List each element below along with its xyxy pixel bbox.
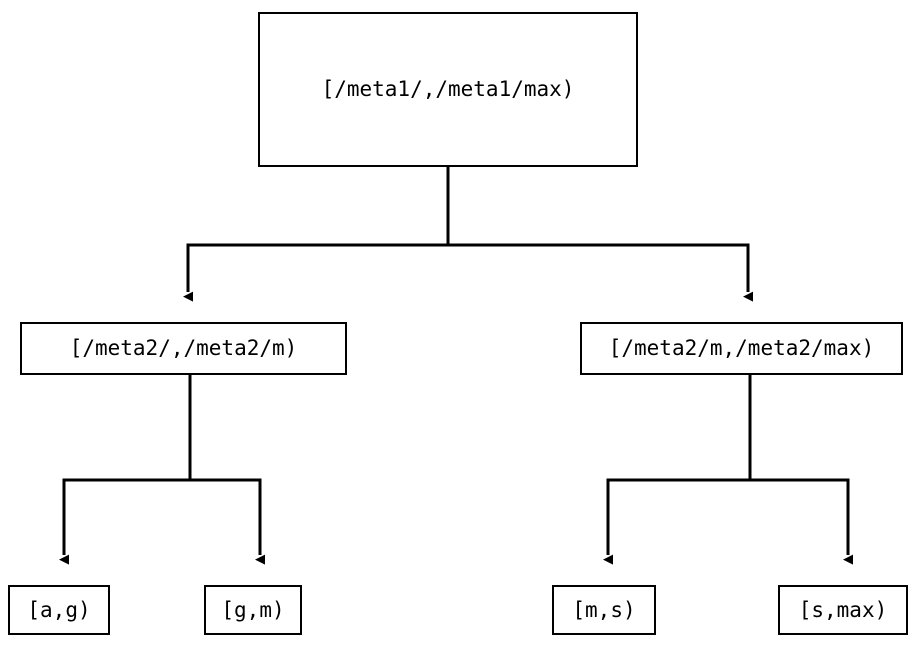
- node-level2-right-label: [/meta2/m,/meta2/max): [608, 336, 875, 360]
- edge-root-to-level2-left: [183, 167, 450, 302]
- node-leaf-s-max[interactable]: [s,max): [778, 585, 908, 635]
- edge-root-to-level2-right: [446, 167, 753, 302]
- node-leaf-m-s-label: [m,s): [572, 597, 636, 622]
- node-root-label: [/meta1/,/meta1/max): [321, 77, 575, 101]
- node-leaf-a-g[interactable]: [a,g): [8, 585, 110, 635]
- edge-level2-right-to-leaf-smax: [748, 375, 853, 565]
- node-leaf-a-g-label: [a,g): [27, 597, 91, 622]
- node-level2-right[interactable]: [/meta2/m,/meta2/max): [580, 322, 903, 375]
- edge-level2-left-to-leaf-gm: [188, 375, 265, 565]
- edge-level2-left-to-leaf-ag: [59, 375, 192, 565]
- node-level2-left-label: [/meta2/,/meta2/m): [69, 336, 298, 360]
- node-leaf-m-s[interactable]: [m,s): [552, 585, 656, 635]
- node-leaf-s-max-label: [s,max): [798, 597, 888, 622]
- edge-level2-right-to-leaf-ms: [603, 375, 752, 565]
- node-level2-left[interactable]: [/meta2/,/meta2/m): [20, 322, 347, 375]
- node-leaf-g-m-label: [g,m): [221, 597, 285, 622]
- node-root[interactable]: [/meta1/,/meta1/max): [258, 12, 638, 167]
- node-leaf-g-m[interactable]: [g,m): [204, 585, 302, 635]
